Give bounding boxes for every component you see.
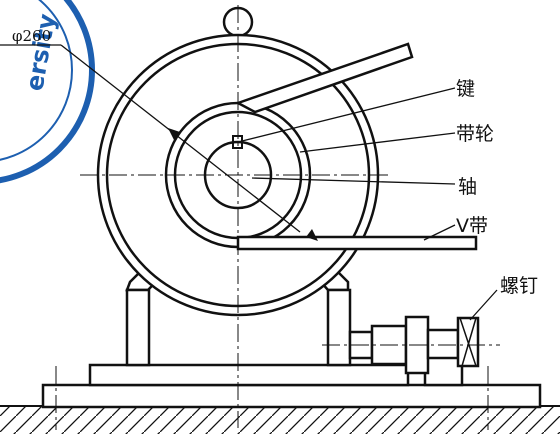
ground: [0, 405, 560, 434]
stamp-text: ersity: [20, 11, 61, 93]
v-belt: [234, 42, 478, 251]
label-screw: 螺钉: [500, 275, 538, 297]
label-key: 键: [456, 78, 475, 100]
center-lines: [55, 5, 500, 430]
label-shaft: 轴: [458, 176, 477, 198]
label-v-belt: V带: [456, 215, 488, 237]
base-frame: [41, 338, 542, 409]
label-pulley: 带轮: [456, 123, 494, 145]
screw-assembly: [348, 315, 480, 375]
dimension-label: φ260: [12, 27, 51, 45]
dimension-line: φ260: [0, 27, 318, 241]
leader-lines: [237, 87, 498, 321]
